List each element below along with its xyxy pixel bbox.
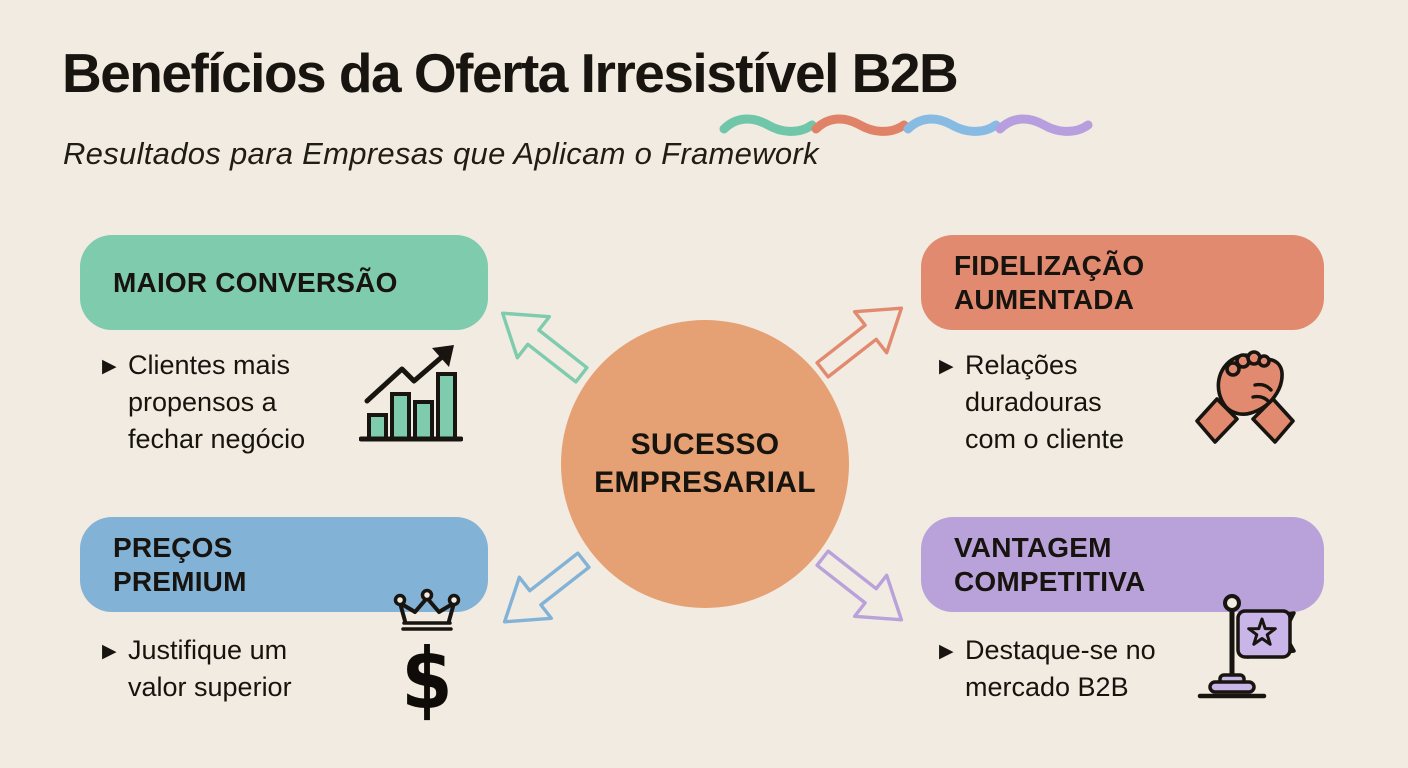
- page-title: Benefícios da Oferta Irresistível B2B: [62, 42, 959, 104]
- arrow-down-right-icon: [815, 549, 904, 622]
- growth-bar-chart-icon: [359, 345, 463, 442]
- bullet-triangle-icon: ▶: [102, 641, 117, 662]
- arrow-up-left-icon: [500, 311, 589, 384]
- card-title: FIDELIZAÇÃO AUMENTADA: [954, 249, 1144, 317]
- card-fidelizacao-aumentada: FIDELIZAÇÃO AUMENTADA: [921, 235, 1324, 330]
- card-vantagem-competitiva: VANTAGEM COMPETITIVA: [921, 517, 1324, 612]
- card-title: VANTAGEM COMPETITIVA: [954, 531, 1145, 599]
- bullet-triangle-icon: ▶: [939, 356, 954, 377]
- star-flag-icon: [1197, 594, 1296, 699]
- clasped-hands-icon: [1195, 350, 1295, 444]
- card-maior-conversao: MAIOR CONVERSÃO: [80, 235, 488, 330]
- center-label-line: EMPRESARIAL: [594, 466, 816, 499]
- dollar-sign: $: [401, 630, 453, 728]
- bullet-text: Relações duradouras com o cliente: [965, 350, 1125, 454]
- card-title-line: MAIOR CONVERSÃO: [113, 266, 398, 298]
- card-title-line: PREMIUM: [113, 565, 247, 597]
- arrow-up-right-icon: [815, 306, 904, 379]
- card-title-line: AUMENTADA: [954, 283, 1135, 315]
- title-underline-squiggle: [719, 114, 1093, 136]
- card-title: PREÇOS PREMIUM: [113, 531, 247, 599]
- center-circle-sucesso-empresarial: SUCESSO EMPRESARIAL: [561, 320, 849, 608]
- card-precos-premium: PREÇOS PREMIUM: [80, 517, 488, 612]
- crown-dollar-icon: $: [386, 588, 468, 728]
- bullet-vantagem-competitiva: ▶ Destaque-se no mercado B2B: [939, 632, 1156, 706]
- crown-icon: [393, 588, 461, 631]
- bullet-text: Clientes mais propensos a fechar negócio: [128, 350, 306, 454]
- bullet-text: Destaque-se no mercado B2B: [965, 635, 1156, 702]
- bullet-triangle-icon: ▶: [102, 356, 117, 377]
- bullet-text: Justifique um valor superior: [128, 635, 292, 702]
- bullet-maior-conversao: ▶ Clientes mais propensos a fechar negóc…: [102, 347, 305, 458]
- bullet-precos-premium: ▶ Justifique um valor superior: [102, 632, 292, 706]
- arrow-down-left-icon: [502, 551, 591, 624]
- page-subtitle: Resultados para Empresas que Aplicam o F…: [63, 136, 819, 171]
- card-title: MAIOR CONVERSÃO: [113, 266, 398, 300]
- bullet-triangle-icon: ▶: [939, 641, 954, 662]
- card-title-line: PREÇOS: [113, 531, 233, 563]
- bullet-fidelizacao: ▶ Relações duradouras com o cliente: [939, 347, 1124, 458]
- card-title-line: COMPETITIVA: [954, 565, 1146, 597]
- center-label-line: SUCESSO: [630, 428, 780, 461]
- card-title-line: VANTAGEM: [954, 531, 1112, 563]
- card-title-line: FIDELIZAÇÃO: [954, 249, 1145, 281]
